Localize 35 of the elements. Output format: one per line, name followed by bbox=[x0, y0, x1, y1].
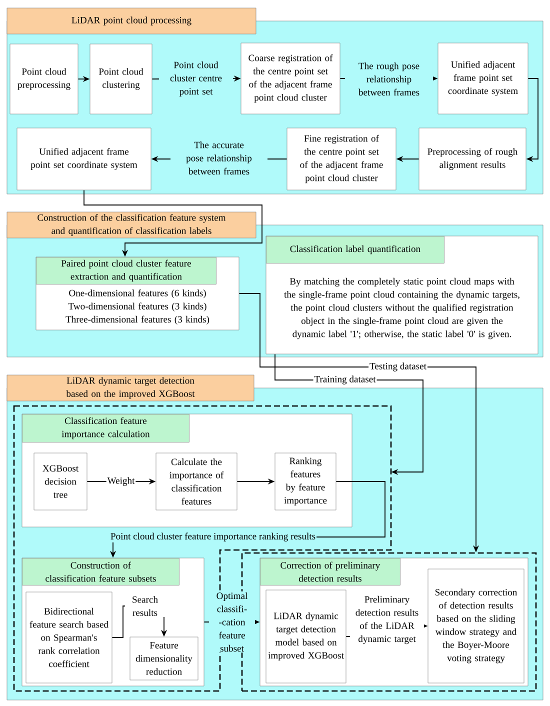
process-box: Feature dimensionality reduction bbox=[130, 636, 198, 680]
panel-heading: Classification feature importance calculation bbox=[22, 414, 190, 442]
edge-label: Optimal classifi- -cation feature subset bbox=[209, 591, 255, 653]
panel-heading: Paired point cloud cluster feature extraction and quantification bbox=[36, 257, 216, 284]
process-box: LiDAR dynamic target detection model based on improved XGBoost bbox=[266, 590, 346, 684]
process-box: Point cloud preprocessing bbox=[10, 44, 78, 114]
process-box: Unified adjacent frame point set coordinate system bbox=[438, 42, 528, 114]
feature-list: One-dimensional features (6 kinds) Two-dimensional features (3 kinds) Three-dimensional features (3 kinds) bbox=[66, 289, 210, 325]
panel-heading: Correction of preliminary detection results bbox=[260, 558, 400, 586]
edge-label: Testing dataset bbox=[368, 362, 428, 372]
edge-label: Weight bbox=[106, 476, 136, 487]
process-box: Fine registration of the centre point set of the adjacent frame point cloud cluster bbox=[286, 128, 396, 190]
panel-heading: Construction of classification feature subsets bbox=[22, 558, 180, 586]
edge-label: Point cloud cluster centre point set bbox=[159, 60, 233, 98]
edge-label: Point cloud cluster feature importance ranking results bbox=[109, 532, 317, 542]
description-text: By matching the completely static point cloud maps with the single-frame point cloud containing the dynamic targets, the point cloud clusters without the qualified registration object in the single-frame point cloud are given the dynamic label '1'; otherwise, the static label '0' is given. bbox=[284, 278, 520, 340]
process-box: Coarse registration of the centre point set of the adjacent frame point cloud cluster bbox=[240, 42, 340, 114]
process-box: Ranking features by feature importance bbox=[274, 452, 336, 510]
section-heading: Construction of the classification feature system and quantification of classification labels bbox=[6, 212, 256, 238]
process-panel bbox=[36, 256, 240, 330]
edge-label: The accurate pose relationship between frames bbox=[170, 140, 268, 176]
process-box: Bidirectional feature search based on Spearman's rank correlation coefficient bbox=[26, 592, 112, 684]
panel-heading: Classification label quantification bbox=[266, 236, 444, 264]
section-heading: LiDAR dynamic target detection based on the improved XGBoost bbox=[6, 374, 254, 402]
section-heading: LiDAR point cloud processing bbox=[6, 8, 256, 34]
process-box: Secondary correction of detection results based on the sliding window strategy and the Boyer-Moore voting strategy bbox=[428, 568, 524, 684]
edge-label: Search results bbox=[125, 595, 165, 617]
process-box: Point cloud clustering bbox=[90, 44, 152, 114]
edge-label: The rough pose relationship between frames bbox=[345, 62, 433, 97]
edge-label: Training dataset bbox=[313, 374, 377, 386]
process-panel bbox=[266, 236, 538, 354]
process-box: XGBoost decision tree bbox=[34, 452, 88, 510]
process-box: Unified adjacent frame point set coordinate system bbox=[16, 128, 152, 190]
process-box: Preprocessing of rough alignment results bbox=[418, 128, 526, 190]
process-box: Calculate the importance of classification features bbox=[156, 452, 238, 510]
